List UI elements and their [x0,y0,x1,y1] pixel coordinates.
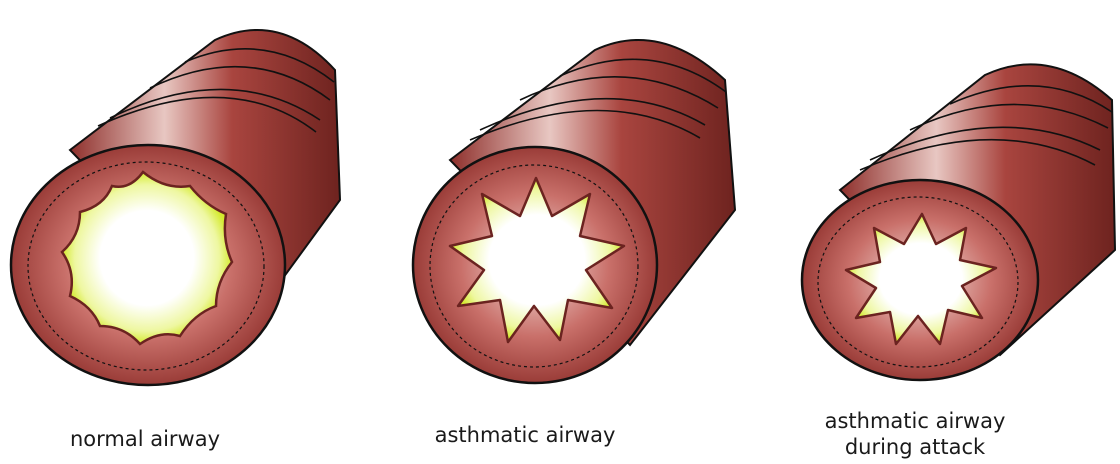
caption-line: asthmatic airway [410,422,640,448]
caption-asthmatic-airway: asthmatic airway [410,422,640,448]
caption-asthmatic-airway-during-attack: asthmatic airway during attack [800,408,1030,460]
asthmatic-airway-illustration [413,40,735,383]
caption-normal-airway: normal airway [45,426,245,452]
asthmatic-airway-attack-illustration [802,64,1115,380]
caption-line: asthmatic airway [800,408,1030,434]
caption-line: during attack [800,434,1030,460]
normal-airway-illustration [11,30,340,385]
caption-line: normal airway [45,426,245,452]
